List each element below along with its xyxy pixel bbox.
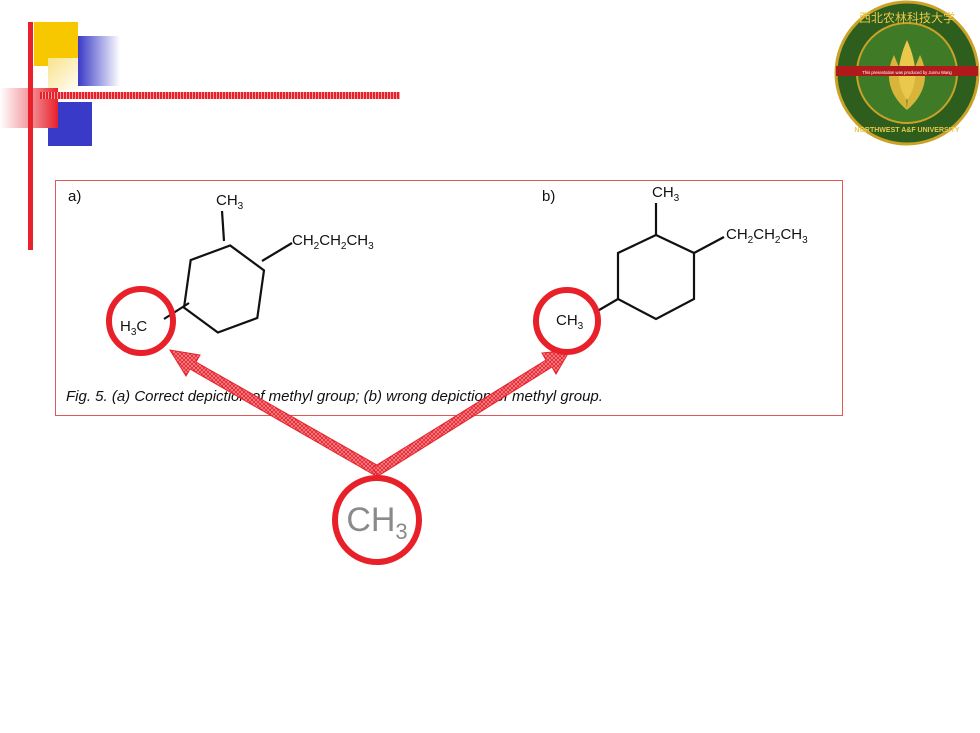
deco-blue-gradient xyxy=(78,36,120,86)
highlight-circle-callout xyxy=(332,475,422,565)
figure-frame: a) CH3 CH2CH2CH3 H3C b) CH3 CH2CH2CH3 CH… xyxy=(55,180,843,416)
methyl-depiction-figure: a) CH3 CH2CH2CH3 H3C b) CH3 CH2CH2CH3 CH… xyxy=(66,184,808,405)
logo-top-text: 西北农林科技大学 xyxy=(859,10,955,25)
panel-a-propyl-chain: CH2CH2CH3 xyxy=(292,232,374,252)
panel-a-molecule xyxy=(163,210,293,334)
panel-b-left-methyl: CH3 xyxy=(556,312,584,332)
panel-b-label: b) xyxy=(542,188,555,205)
arrow-to-correct-methyl xyxy=(168,349,383,477)
panel-b-top-methyl: CH3 xyxy=(652,184,680,204)
highlight-circle-wrong xyxy=(533,287,601,355)
university-logo: This presentation was produced by Junnu … xyxy=(834,0,980,146)
logo-ribbon-text: This presentation was produced by Junnu … xyxy=(862,70,952,75)
figure-caption: Fig. 5. (a) Correct depiction of methyl … xyxy=(66,388,603,405)
logo-bottom-text: NORTHWEST A&F UNIVERSITY xyxy=(854,127,959,134)
panel-a-label: a) xyxy=(68,188,81,205)
panel-a-left-methyl: H3C xyxy=(120,318,147,338)
deco-red-vertical-bar xyxy=(28,22,33,250)
deco-red-horizontal-rule xyxy=(40,92,400,99)
arrow-to-wrong-methyl xyxy=(371,349,571,477)
panel-b-propyl-chain: CH2CH2CH3 xyxy=(726,226,808,246)
panel-a-top-methyl: CH3 xyxy=(216,192,244,212)
highlight-circle-correct xyxy=(106,286,176,356)
